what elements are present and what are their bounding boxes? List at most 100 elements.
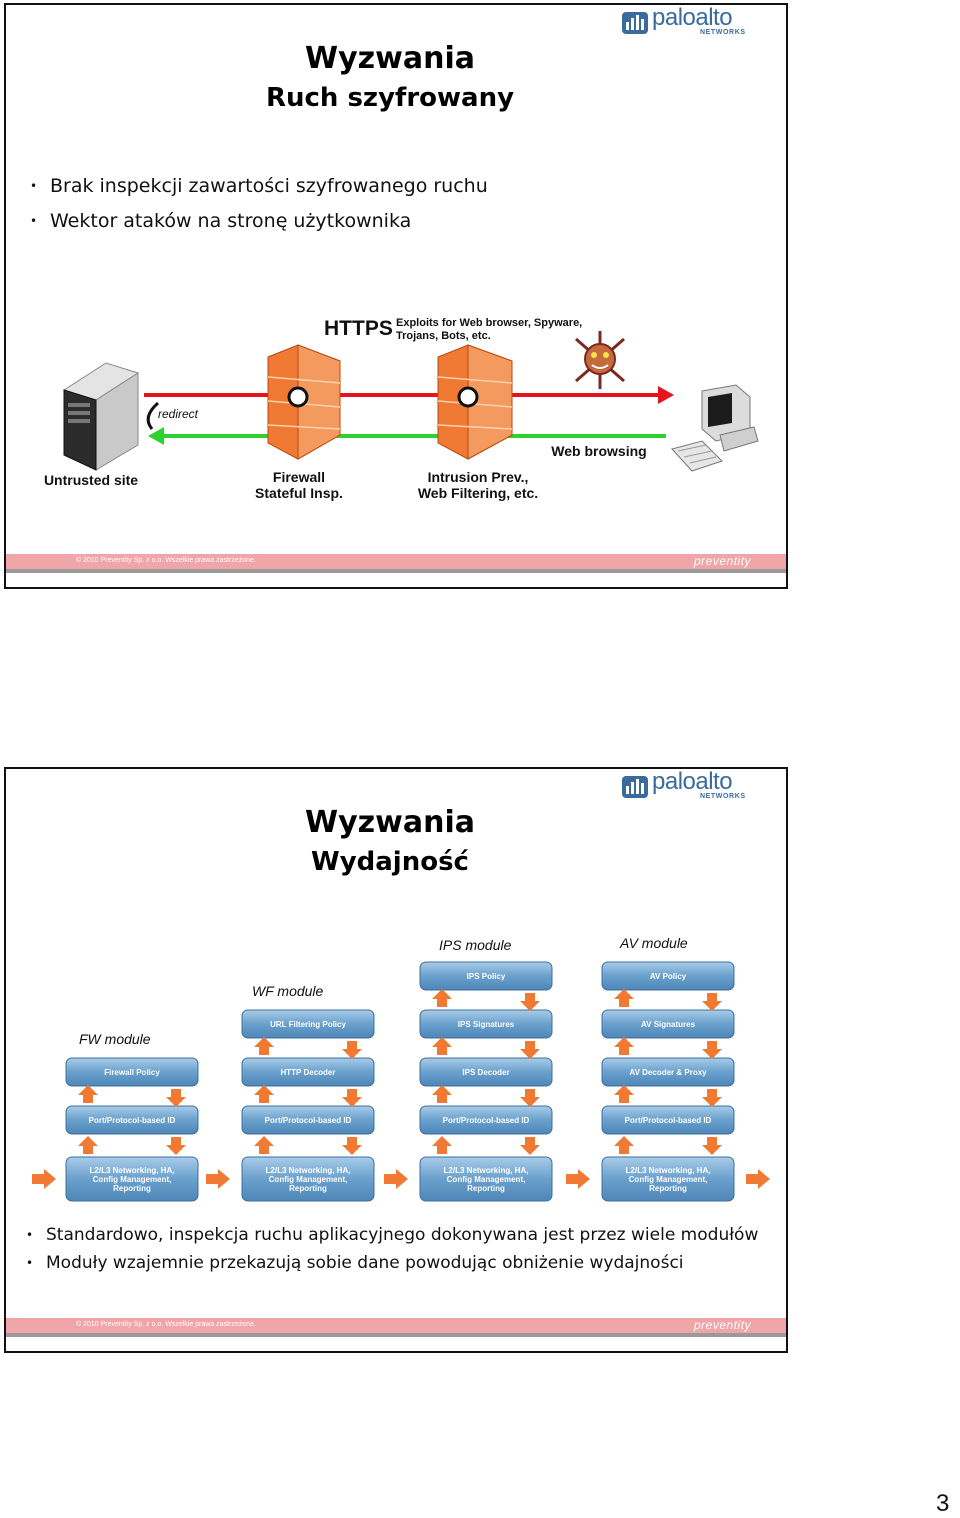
module-block-label: L2/L3 Networking, HA,	[626, 1166, 711, 1175]
slide-subtitle: Ruch szyfrowany	[265, 83, 515, 113]
module-block-label: Reporting	[113, 1184, 151, 1193]
modules-diagram: L2/L3 Networking, HA,Config Management,R…	[32, 961, 770, 1202]
module-block-bg	[419, 1105, 553, 1135]
footer-brand: preventity	[694, 1318, 752, 1332]
module-block-label: Reporting	[467, 1184, 505, 1193]
orange-right-arrow	[746, 1169, 770, 1189]
threats-line: Trojans, Bots, etc.	[396, 330, 491, 342]
fw-module-label: FW module	[79, 1031, 151, 1047]
ips-label-line: Intrusion Prev.,	[427, 469, 529, 485]
port-protocol-block: Port/Protocol-based ID	[419, 1105, 553, 1135]
orange-up-arrow	[432, 1136, 452, 1154]
module-block-label: HTTP Decoder	[281, 1068, 336, 1077]
footer-stripe	[6, 1333, 786, 1337]
orange-down-arrow	[702, 1089, 722, 1107]
network-diagram	[62, 331, 759, 472]
module-block-bg	[419, 961, 553, 991]
module-block-bg	[601, 1105, 735, 1135]
module-block-bg	[241, 1057, 375, 1087]
policy-block: AV Signatures	[601, 1009, 735, 1039]
ips-module-label: IPS module	[439, 937, 512, 953]
orange-down-arrow	[520, 1137, 540, 1155]
module-block-label: IPS Policy	[467, 972, 506, 981]
ips-label-line: Web Filtering, etc.	[417, 485, 539, 501]
threats-line: Exploits for Web browser, Spyware,	[396, 317, 583, 329]
module-block-bg	[241, 1105, 375, 1135]
orange-up-arrow	[432, 1085, 452, 1103]
bullet-item: Standardowo, inspekcja ruchu aplikacyjne…	[6, 1221, 758, 1249]
orange-up-arrow	[78, 1136, 98, 1154]
bullet-item: Brak inspekcji zawartości szyfrowanego r…	[10, 169, 488, 204]
orange-down-arrow	[342, 1137, 362, 1155]
orange-down-arrow	[342, 1089, 362, 1107]
orange-down-arrow	[166, 1137, 186, 1155]
bullet-item: Moduły wzajemnie przekazują sobie dane p…	[6, 1249, 758, 1277]
module-block-label: Firewall Policy	[104, 1068, 160, 1077]
slide-title: Wyzwania	[305, 41, 475, 76]
orange-down-arrow	[166, 1089, 186, 1107]
module-block-bg	[419, 1156, 553, 1202]
module-block-bg	[601, 1057, 735, 1087]
orange-up-arrow	[254, 1037, 274, 1055]
port-protocol-block: Port/Protocol-based ID	[65, 1105, 199, 1135]
firewall-label-line: Firewall	[272, 469, 326, 485]
policy-block: URL Filtering Policy	[241, 1009, 375, 1039]
module-block-bg	[65, 1156, 199, 1202]
policy-block: Firewall Policy	[65, 1057, 199, 1087]
slide-title: Wyzwania	[305, 805, 475, 840]
policy-block: AV Policy	[601, 961, 735, 991]
orange-up-arrow	[78, 1085, 98, 1103]
module-block-bg	[419, 1009, 553, 1039]
module-block-label: Config Management,	[269, 1175, 348, 1184]
module-block-bg	[65, 1057, 199, 1087]
module-block-label: Port/Protocol-based ID	[443, 1116, 530, 1125]
ips-firewall-icon	[437, 344, 513, 460]
l2l3-block: L2/L3 Networking, HA,Config Management,R…	[65, 1156, 199, 1202]
slide-subtitle: Wydajność	[311, 847, 469, 877]
module-block-label: AV Decoder & Proxy	[629, 1068, 707, 1077]
orange-down-arrow	[702, 993, 722, 1011]
footer-brand: preventity	[694, 554, 752, 568]
orange-right-arrow	[384, 1169, 408, 1189]
orange-right-arrow	[206, 1169, 230, 1189]
slide-footer: © 2010 Preventity Sp. z o.o. Wszelkie pr…	[6, 554, 786, 573]
ips-label: Intrusion Prev., Web Filtering, etc.	[404, 469, 552, 501]
logo-subtitle: NETWORKS	[700, 793, 746, 800]
l2l3-block: L2/L3 Networking, HA,Config Management,R…	[601, 1156, 735, 1202]
av-module-label: AV module	[620, 935, 688, 951]
module-block-label: URL Filtering Policy	[270, 1020, 346, 1029]
slide-performance: paloalto NETWORKS Wyzwania Wydajność IPS…	[4, 767, 788, 1353]
l2l3-block: L2/L3 Networking, HA,Config Management,R…	[419, 1156, 553, 1202]
footer-copyright: © 2010 Preventity Sp. z o.o. Wszelkie pr…	[76, 1321, 256, 1328]
module-block-label: Config Management,	[629, 1175, 708, 1184]
orange-down-arrow	[702, 1041, 722, 1059]
paloalto-logo-icon	[622, 776, 648, 798]
module-block-label: AV Policy	[650, 972, 687, 981]
https-label: HTTPS	[324, 317, 393, 340]
orange-up-arrow	[614, 1037, 634, 1055]
orange-down-arrow	[702, 1137, 722, 1155]
bullet-list: Brak inspekcji zawartości szyfrowanego r…	[10, 169, 488, 239]
orange-up-arrow	[254, 1085, 274, 1103]
slide-encrypted-traffic: paloalto NETWORKS Wyzwania Ruch szyfrowa…	[4, 3, 788, 589]
firewall-icon	[267, 344, 341, 460]
module-block-label: Port/Protocol-based ID	[625, 1116, 712, 1125]
module-block-label: L2/L3 Networking, HA,	[266, 1166, 351, 1175]
module-block-label: AV Signatures	[641, 1020, 696, 1029]
orange-down-arrow	[342, 1041, 362, 1059]
policy-block: IPS Signatures	[419, 1009, 553, 1039]
footer-copyright: © 2010 Preventity Sp. z o.o. Wszelkie pr…	[76, 557, 256, 564]
malware-bug-icon	[575, 331, 625, 389]
orange-up-arrow	[614, 989, 634, 1007]
policy-block: AV Decoder & Proxy	[601, 1057, 735, 1087]
firewall-label-line: Stateful Insp.	[255, 485, 343, 501]
port-protocol-block: Port/Protocol-based ID	[601, 1105, 735, 1135]
green-arrow-head	[148, 427, 164, 445]
paloalto-logo: paloalto NETWORKS	[622, 770, 752, 803]
policy-block: HTTP Decoder	[241, 1057, 375, 1087]
l2l3-block: L2/L3 Networking, HA,Config Management,R…	[241, 1156, 375, 1202]
slide-footer: © 2010 Preventity Sp. z o.o. Wszelkie pr…	[6, 1318, 786, 1337]
redirect-label: redirect	[158, 407, 199, 421]
module-block-label: IPS Decoder	[462, 1068, 509, 1077]
module-block-label: Reporting	[289, 1184, 327, 1193]
